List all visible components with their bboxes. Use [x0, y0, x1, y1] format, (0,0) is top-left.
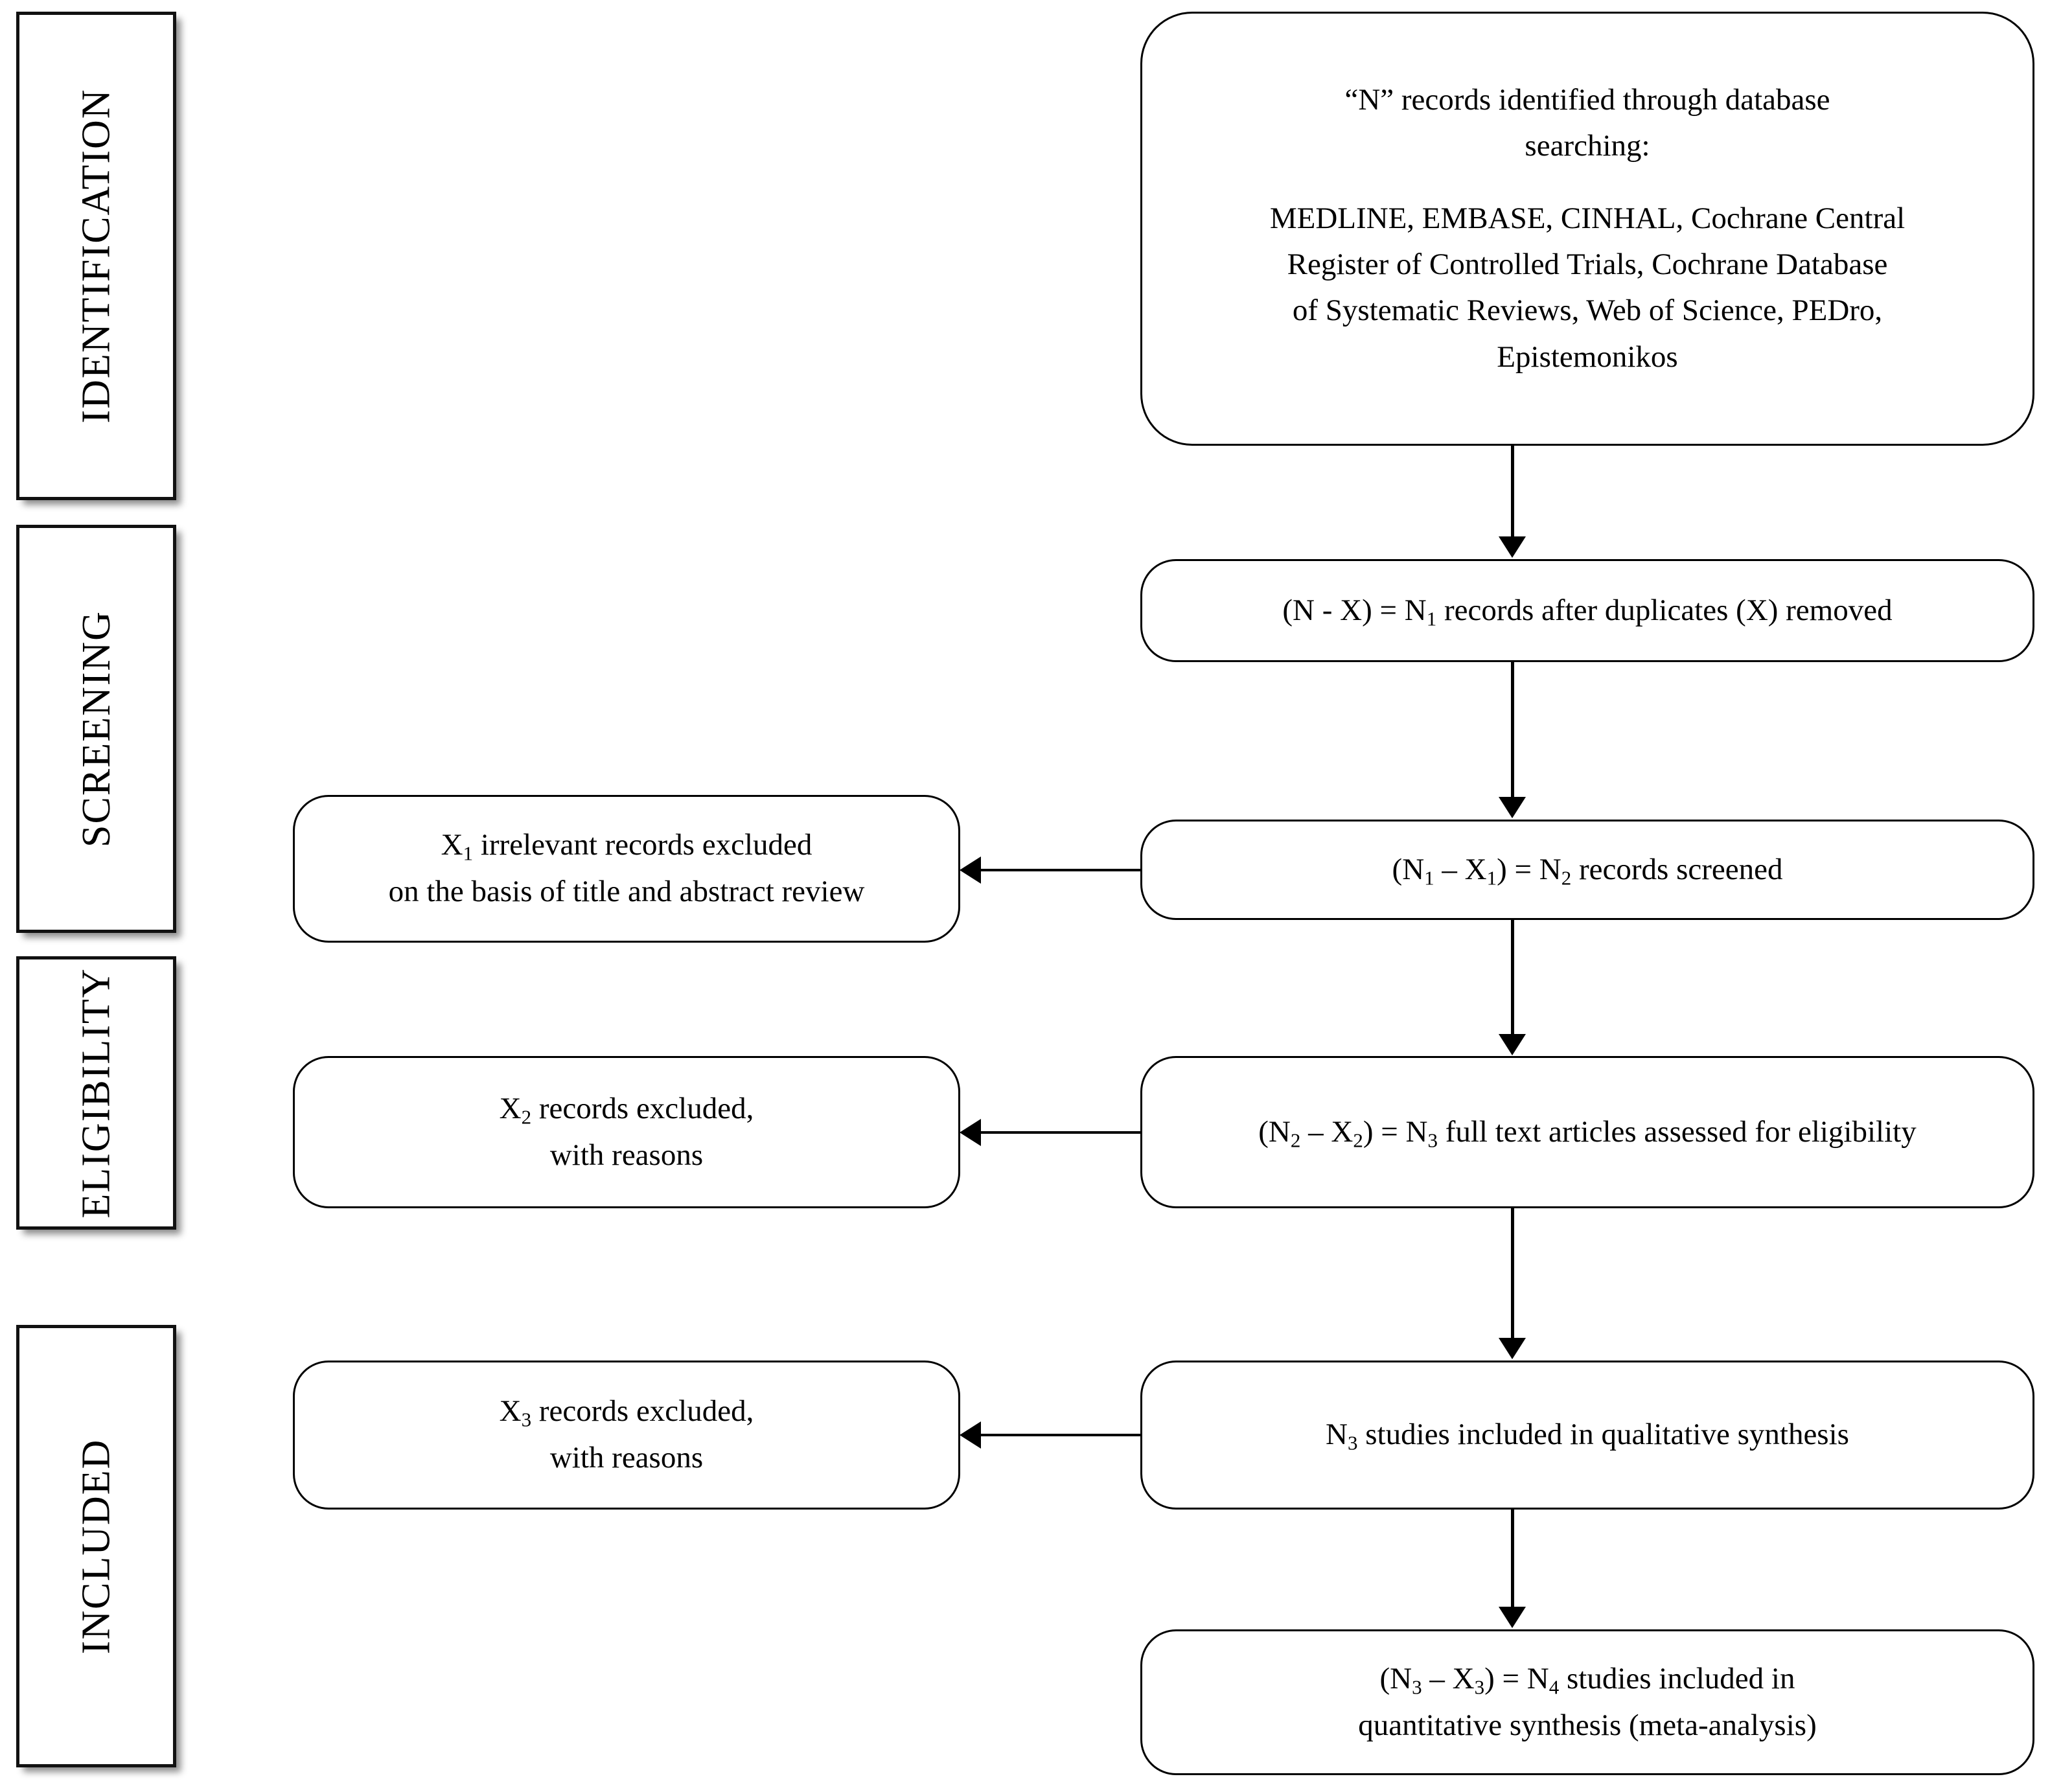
full-text-pre-a: (N [1258, 1114, 1291, 1149]
excl1-line2: on the basis of title and abstract revie… [388, 875, 865, 909]
flow-node-excluded-with-reasons-2: X2 records excluded, with reasons [293, 1056, 960, 1208]
duplicates-removed-pre: (N - X) = N [1282, 593, 1427, 627]
records-screened-sub-b: 1 [1486, 866, 1497, 890]
connector-line-fulltext-to-qualitative [1511, 1208, 1514, 1339]
records-screened-mid-a: – X [1434, 852, 1487, 886]
records-identified-line4: Register of Controlled Trials, Cochrane … [1287, 247, 1888, 281]
arrow-screened-to-fulltext [1499, 1034, 1526, 1055]
connector-line-identified-to-duplicates [1511, 446, 1514, 538]
quantitative-sub-a: 3 [1412, 1675, 1422, 1699]
records-identified-line1: “N” records identified through database [1344, 82, 1830, 117]
duplicates-removed-sub: 1 [1426, 607, 1437, 630]
flow-node-quantitative-synthesis: (N3 – X3) = N4 studies included in quant… [1140, 1629, 2034, 1775]
records-identified-line3: MEDLINE, EMBASE, CINHAL, Cochrane Centra… [1269, 201, 1906, 235]
records-identified-line6: Epistemonikos [1497, 339, 1678, 374]
arrow-qualitative-to-excl3 [960, 1421, 981, 1449]
full-text-sub-a: 2 [1290, 1129, 1301, 1152]
records-screened-sub-a: 1 [1424, 866, 1434, 890]
full-text-mid-a: – X [1300, 1114, 1353, 1149]
stage-label-eligibility: ELIGIBILITY [74, 967, 119, 1219]
stage-box-screening: SCREENING [16, 525, 176, 933]
full-text-post: full text articles assessed for eligibil… [1437, 1114, 1917, 1149]
excl1-pre: X [441, 828, 463, 862]
quantitative-mid-b: ) = N [1484, 1661, 1549, 1695]
excl1-sub: 1 [463, 842, 474, 866]
records-screened-post: records screened [1571, 852, 1783, 886]
flow-node-full-text-assessed: (N2 – X2) = N3 full text articles assess… [1140, 1056, 2034, 1208]
arrow-fulltext-to-excl2 [960, 1119, 981, 1146]
qualitative-post: studies included in qualitative synthesi… [1357, 1418, 1849, 1452]
stage-box-included: INCLUDED [16, 1325, 176, 1767]
records-identified-line2: searching: [1525, 129, 1650, 163]
qualitative-pre: N [1326, 1418, 1348, 1452]
connector-line-qualitative-to-quantitative [1511, 1510, 1514, 1608]
quantitative-sub-c: 4 [1549, 1675, 1560, 1699]
excl3-line2: with reasons [549, 1441, 704, 1475]
flow-node-excluded-with-reasons-3: X3 records excluded, with reasons [293, 1361, 960, 1510]
records-screened-pre-a: (N [1392, 852, 1425, 886]
stage-label-identification: IDENTIFICATION [74, 88, 119, 424]
stage-label-included: INCLUDED [74, 1438, 119, 1654]
records-screened-mid-b: ) = N [1497, 852, 1561, 886]
full-text-sub-c: 3 [1427, 1129, 1438, 1152]
quantitative-pre-a: (N [1379, 1661, 1412, 1695]
records-identified-line5: of Systematic Reviews, Web of Science, P… [1292, 293, 1883, 328]
excl2-post: records excluded, [531, 1091, 754, 1125]
paragraph-spacer [1270, 170, 1905, 196]
stage-box-identification: IDENTIFICATION [16, 12, 176, 500]
flow-node-duplicates-removed: (N - X) = N1 records after duplicates (X… [1140, 559, 2034, 662]
quantitative-line2: quantitative synthesis (meta-analysis) [1358, 1708, 1817, 1742]
connector-line-qualitative-to-excl3 [978, 1434, 1140, 1436]
records-screened-sub-c: 2 [1561, 866, 1572, 890]
arrow-qualitative-to-quantitative [1499, 1607, 1526, 1628]
quantitative-mid-a: – X [1422, 1661, 1475, 1695]
arrow-identified-to-duplicates [1499, 536, 1526, 558]
excl2-pre: X [499, 1091, 522, 1125]
flow-node-records-identified: “N” records identified through database … [1140, 12, 2034, 446]
excl1-post: irrelevant records excluded [473, 828, 812, 862]
qualitative-sub: 3 [1348, 1431, 1358, 1454]
excl3-post: records excluded, [531, 1394, 754, 1429]
excl2-sub: 2 [521, 1105, 532, 1129]
full-text-sub-b: 2 [1353, 1129, 1363, 1152]
excl3-sub: 3 [521, 1408, 532, 1432]
duplicates-removed-post: records after duplicates (X) removed [1436, 593, 1893, 627]
stage-box-eligibility: ELIGIBILITY [16, 956, 176, 1230]
full-text-mid-b: ) = N [1363, 1114, 1428, 1149]
flow-node-records-screened: (N1 – X1) = N2 records screened [1140, 820, 2034, 920]
flow-node-excluded-title-abstract: X1 irrelevant records excluded on the ba… [293, 795, 960, 943]
arrow-duplicates-to-screened [1499, 797, 1526, 818]
flow-node-qualitative-synthesis: N3 studies included in qualitative synth… [1140, 1361, 2034, 1510]
quantitative-sub-b: 3 [1474, 1675, 1485, 1699]
quantitative-post: studies included in [1559, 1661, 1795, 1695]
connector-line-screened-to-fulltext [1511, 920, 1514, 1035]
connector-line-fulltext-to-excl2 [978, 1131, 1140, 1134]
excl3-pre: X [499, 1394, 522, 1429]
arrow-fulltext-to-qualitative [1499, 1338, 1526, 1359]
connector-line-screened-to-excl1 [978, 869, 1140, 871]
connector-line-duplicates-to-screened [1511, 662, 1514, 798]
stage-label-screening: SCREENING [74, 610, 119, 847]
arrow-screened-to-excl1 [960, 856, 981, 884]
excl2-line2: with reasons [549, 1138, 704, 1172]
